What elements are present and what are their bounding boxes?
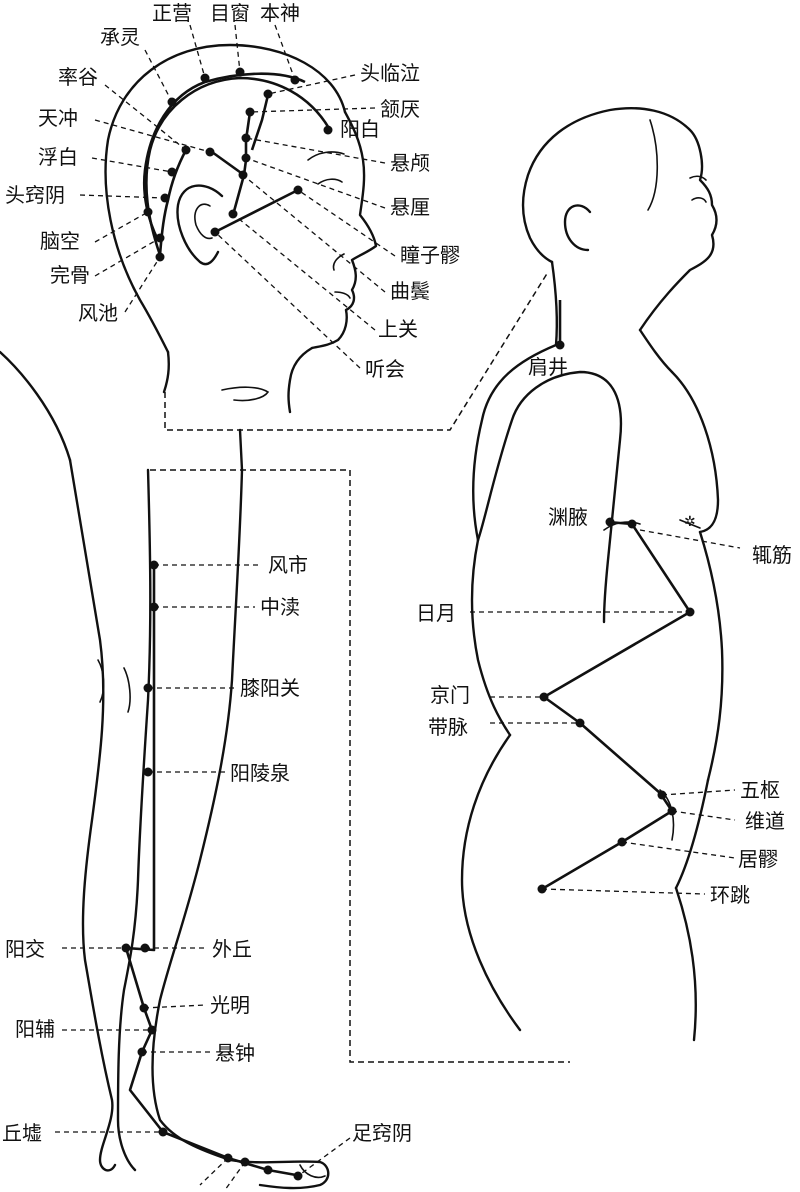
label-xuanzhong: 悬钟 <box>215 1041 255 1065</box>
label-riyue: 日月 <box>416 601 456 625</box>
label-qiuxu: 丘墟 <box>2 1121 42 1145</box>
label-wushu: 五枢 <box>740 778 780 802</box>
label-yangfu: 阳辅 <box>15 1017 55 1041</box>
label-benshen: 本神 <box>260 1 300 25</box>
label-muchuang: 目窗 <box>210 1 250 25</box>
label-zhejin: 辄筋 <box>752 543 792 567</box>
label-jingmen: 京门 <box>430 683 470 707</box>
label-touqiaoyin: 头窍阴 <box>5 183 65 207</box>
head-points <box>143 67 333 262</box>
label-shuaigu: 率谷 <box>58 65 98 89</box>
point-yangbai-dot <box>323 125 333 135</box>
label-yangjiao: 阳交 <box>5 937 45 961</box>
point-yangfu-dot <box>147 1025 157 1035</box>
label-naokong: 脑空 <box>40 229 80 253</box>
label-xuanli: 悬厘 <box>390 195 430 219</box>
label-tinghui: 听会 <box>365 357 405 381</box>
label-qubin: 曲鬓 <box>390 279 430 303</box>
point-naokong-dot <box>143 207 153 217</box>
label-yuanye: 渊腋 <box>548 505 588 529</box>
label-yanglingquan: 阳陵泉 <box>230 761 290 785</box>
head-leader-lines <box>79 24 396 369</box>
point-daimai-dot <box>575 718 585 728</box>
torso-meridian-path <box>541 520 692 891</box>
label-waiqiu: 外丘 <box>212 937 252 961</box>
label-fengchi: 风池 <box>78 301 118 325</box>
label-guangming: 光明 <box>210 993 250 1017</box>
label-zhengying: 正营 <box>152 1 192 25</box>
torso-figure: ✲ <box>460 107 724 1042</box>
label-toulinqi: 头临泣 <box>360 61 420 85</box>
label-tianchong: 天冲 <box>38 106 78 130</box>
label-zuqiaoyin: 足窍阴 <box>352 1121 412 1145</box>
point-xuanlu-dot <box>241 133 251 143</box>
label-xuanlu: 悬颅 <box>390 151 430 175</box>
label-daimai: 带脉 <box>428 715 468 739</box>
point-toulinqi-dot <box>263 89 273 99</box>
label-weidao: 维道 <box>745 809 785 833</box>
label-tongziliao: 瞳子髎 <box>400 243 460 267</box>
label-huantiao: 环跳 <box>710 883 750 907</box>
leg-meridian-path <box>124 565 297 1177</box>
label-wangu: 完骨 <box>50 263 90 287</box>
svg-text:✲: ✲ <box>684 514 696 530</box>
label-hanyan: 颔厌 <box>380 97 420 121</box>
label-chengling: 承灵 <box>100 25 140 49</box>
point-zhejin-dot <box>627 519 637 529</box>
point-hanyan-dot <box>245 107 255 117</box>
point-jingmen-dot <box>539 692 549 702</box>
torso-leader-lines <box>470 529 741 895</box>
leg-points <box>121 560 303 1181</box>
leg-leader-lines <box>55 564 351 1191</box>
point-jianjing-dot <box>555 340 565 350</box>
head-frame <box>164 271 549 431</box>
label-zhongdu: 中渎 <box>260 595 300 619</box>
label-juliao: 居髎 <box>738 847 778 871</box>
head-figure <box>104 43 378 414</box>
label-yangbai: 阳白 <box>340 117 380 141</box>
point-yuanye-dot <box>605 517 615 527</box>
point-qiuxu-dot <box>158 1127 168 1137</box>
label-xiyangguan: 膝阳关 <box>240 676 300 700</box>
label-shangguan: 上关 <box>378 317 418 341</box>
leg-figure <box>0 350 330 1190</box>
label-jianjing: 肩井 <box>528 355 568 379</box>
point-foot3-dot <box>263 1165 273 1175</box>
labels: 正营 目窗 本神 承灵 率谷 头临泣 颔厌 天冲 阳白 浮白 悬颅 头窍阴 悬厘… <box>2 1 792 1145</box>
leg-frame <box>150 469 570 1063</box>
torso-points <box>537 340 695 894</box>
label-fengshi: 风市 <box>268 553 308 577</box>
label-fubai: 浮白 <box>38 145 78 169</box>
